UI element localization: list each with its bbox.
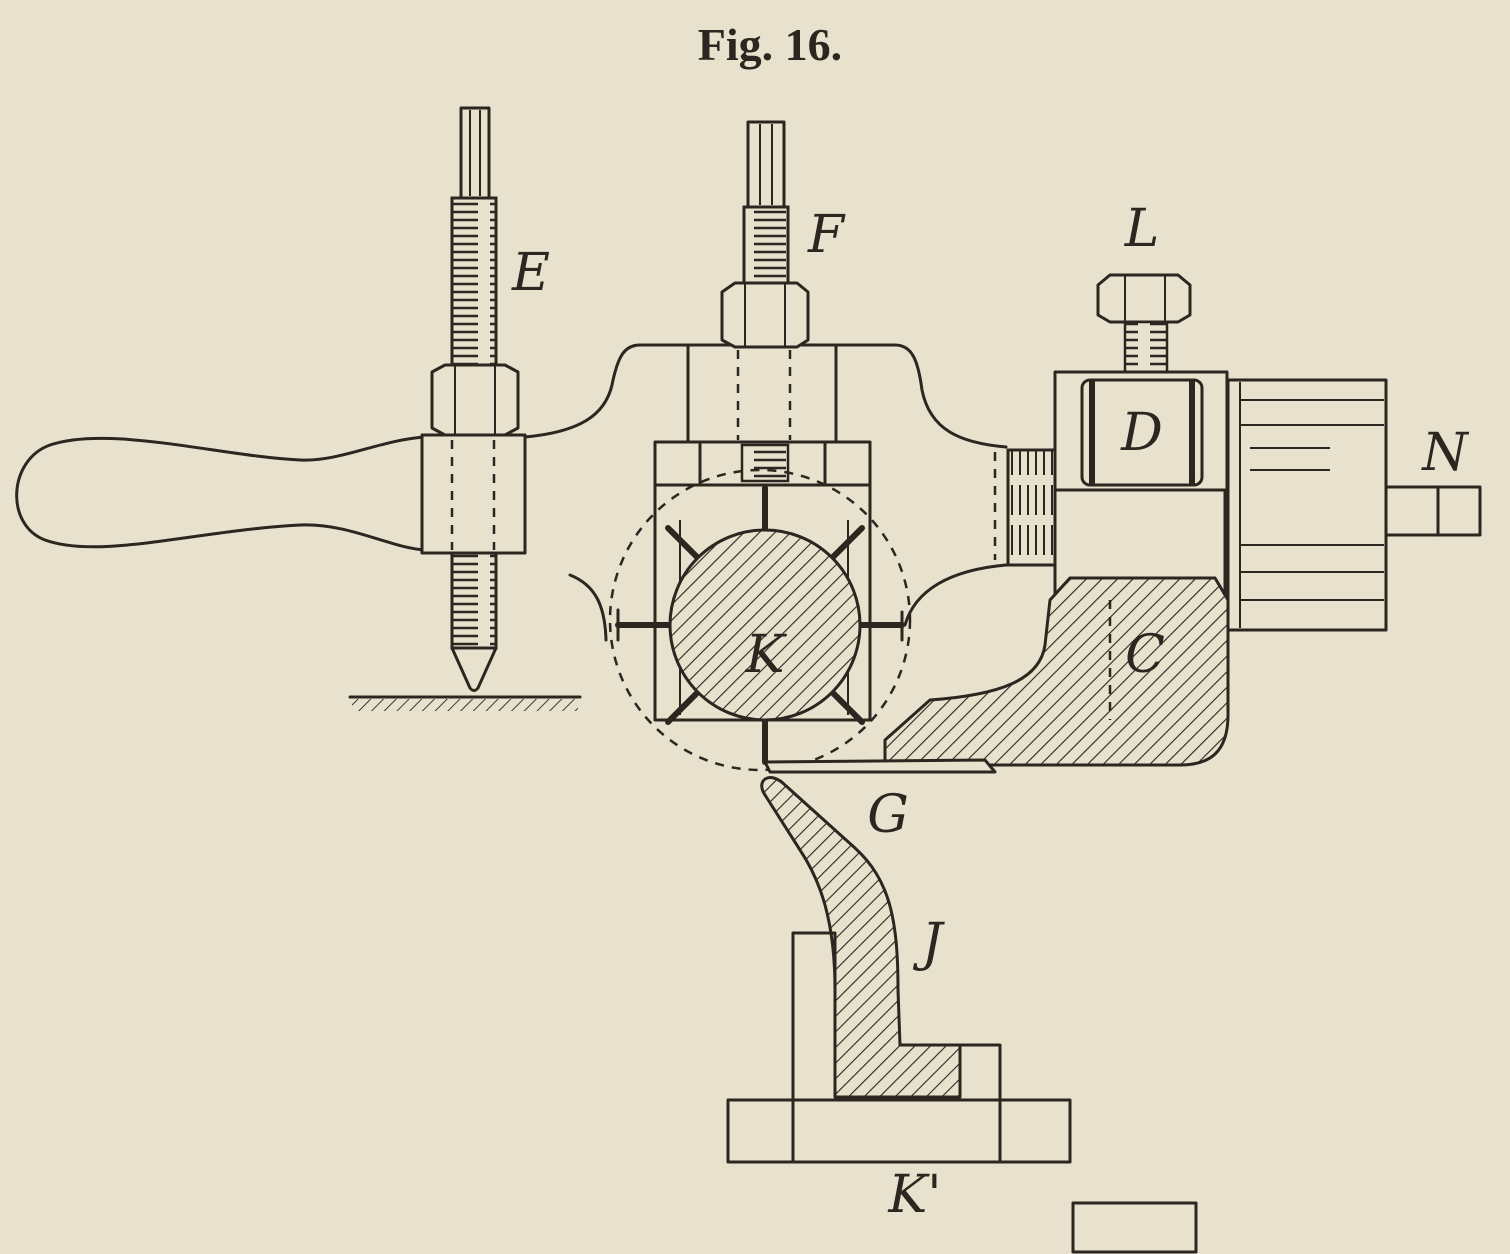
roll-spoke <box>665 689 701 725</box>
lower-box-stud-thread <box>740 443 790 483</box>
tool-plate <box>763 758 997 774</box>
label-spindle: N <box>1420 423 1469 483</box>
middle-screw-nut <box>720 281 810 349</box>
label-roll: K <box>745 625 788 685</box>
figure-caption: Fig. 16. <box>698 19 842 70</box>
arm <box>883 576 1230 767</box>
frame-lower-left-fillet <box>568 573 608 642</box>
clamp-block-insert <box>1080 378 1204 487</box>
left-screw-nut <box>430 363 520 437</box>
left-screw-top-rod <box>459 106 491 200</box>
handle-block <box>420 433 527 555</box>
label-base: K' <box>887 1165 941 1225</box>
left-screw-upper-thread <box>450 196 498 368</box>
top-bolt-thread <box>1123 320 1169 376</box>
ground-hatching <box>352 699 578 711</box>
label-left-screw: E <box>511 243 550 303</box>
right-connector <box>1006 448 1058 567</box>
label-tool-edge: G <box>867 785 909 845</box>
cylinder <box>1226 378 1388 632</box>
base-stand <box>726 931 1072 1164</box>
roll-spokes <box>615 485 905 765</box>
cutter <box>760 776 962 1099</box>
label-top-bolt: L <box>1124 199 1160 259</box>
spindle <box>1384 485 1482 537</box>
frame-lower-right-fillet <box>903 563 1008 627</box>
roll-spoke <box>829 525 865 561</box>
upper-center-box <box>686 343 838 444</box>
label-block-insert: D <box>1120 403 1163 463</box>
left-screw <box>348 106 582 711</box>
roll <box>668 528 862 722</box>
roll-spoke <box>665 525 701 561</box>
left-screw-lower-thread <box>450 551 498 650</box>
roll-spoke <box>829 689 865 725</box>
next-figure-fragment <box>1071 1201 1198 1254</box>
left-screw-point <box>450 646 498 692</box>
base-plate <box>726 1098 1072 1164</box>
label-cutter: J <box>913 913 946 973</box>
middle-screw-top-rod <box>746 120 786 209</box>
middle-screw-assembly <box>686 120 838 444</box>
stand-right-post <box>958 1043 1002 1102</box>
middle-screw-thread <box>742 205 790 287</box>
top-bolt-nut <box>1096 273 1192 324</box>
label-arm: C <box>1125 625 1165 685</box>
roll-path-circle <box>608 468 912 772</box>
label-middle-screw: F <box>807 205 846 265</box>
stand-left-post <box>791 931 837 1102</box>
handle <box>15 435 426 552</box>
